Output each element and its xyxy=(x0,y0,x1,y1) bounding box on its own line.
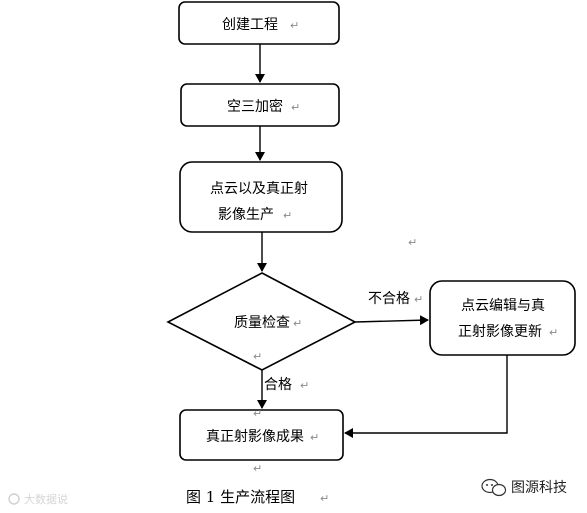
node-edit-update-line2: 正射影像更新 xyxy=(458,324,542,340)
stray-mark: ↵ xyxy=(253,350,262,363)
node-create-project-label: 创建工程 xyxy=(222,17,278,33)
node-edit-update-mark: ↵ xyxy=(549,326,558,339)
node-result-label: 真正射影像成果 xyxy=(206,429,304,445)
node-edit-update-line1: 点云编辑与真 xyxy=(461,298,545,314)
stray-mark: ↵ xyxy=(253,462,262,475)
edge-quality-to-edit xyxy=(354,315,429,326)
node-create-project-mark: ↵ xyxy=(290,19,299,32)
figure-caption: 图 1 生产流程图 xyxy=(186,488,295,506)
node-result: 真正射影像成果 ↵ xyxy=(179,409,344,461)
node-edit-update: 点云编辑与真 正射影像更新 ↵ xyxy=(429,280,576,356)
node-result-mark: ↵ xyxy=(310,431,319,444)
node-pointcloud-mark: ↵ xyxy=(283,209,292,222)
node-quality-check-label: 质量检查 xyxy=(234,315,290,331)
node-pointcloud-line2: 影像生产 xyxy=(218,207,274,223)
watermark-left-text: 大数据说 xyxy=(24,492,68,506)
node-aerial-triangulation-mark: ↵ xyxy=(291,101,300,114)
watermark-left-icon xyxy=(8,493,20,505)
node-aerial-triangulation-label: 空三加密 xyxy=(227,98,283,115)
node-quality-check: 质量检查 ↵ xyxy=(166,272,357,371)
stray-mark: ↵ xyxy=(253,407,262,420)
watermark-right-text: 图源科技 xyxy=(511,480,567,496)
watermark-right: 图源科技 xyxy=(481,478,567,497)
edge-label-fail: 不合格 xyxy=(368,291,410,307)
figure-caption-mark: ↵ xyxy=(320,492,329,505)
node-aerial-triangulation: 空三加密 ↵ xyxy=(180,83,340,127)
node-pointcloud-production: 点云以及真正射 影像生产 ↵ xyxy=(179,161,343,233)
edge-label-pass-mark: ↵ xyxy=(300,379,309,392)
node-create-project: 创建工程 ↵ xyxy=(178,1,340,45)
node-pointcloud-line1: 点云以及真正射 xyxy=(210,181,308,197)
node-quality-check-mark: ↵ xyxy=(293,317,302,330)
edge-label-pass: 合格 xyxy=(264,377,292,393)
stray-mark: ↵ xyxy=(408,236,417,249)
edge-edit-to-result xyxy=(344,355,508,438)
edge-label-fail-mark: ↵ xyxy=(414,293,423,306)
watermark-left: 大数据说 xyxy=(8,492,68,506)
wechat-icon xyxy=(481,478,507,497)
